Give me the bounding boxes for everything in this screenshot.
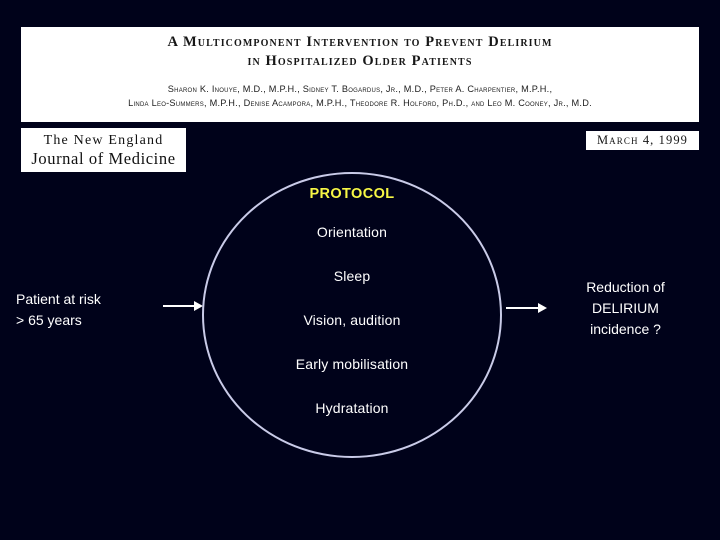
diagram-input-line-1: Patient at risk: [16, 291, 101, 307]
protocol-item-vision-audition: Vision, audition: [303, 312, 401, 328]
paper-title-line-2: in Hospitalized Older Patients: [247, 53, 473, 69]
paper-author-list: Sharon K. Inouye, M.D., M.P.H., Sidney T…: [21, 82, 699, 110]
journal-name-line-2: Journal of Medicine: [31, 149, 176, 168]
diagram-input-label: Patient at risk > 65 years: [16, 289, 156, 331]
protocol-content: PROTOCOL Orientation Sleep Vision, audit…: [192, 186, 512, 416]
diagram-output-line-1: Reduction of: [586, 279, 665, 295]
diagram-output-line-3: incidence ?: [590, 321, 661, 337]
protocol-item-hydratation: Hydratation: [315, 400, 389, 416]
arrow-shaft: [163, 305, 195, 307]
arrow-head: [194, 301, 203, 311]
arrow-shaft: [506, 307, 539, 309]
diagram-output-line-2: DELIRIUM: [592, 300, 659, 316]
journal-logo: The New England Journal of Medicine: [21, 128, 186, 172]
paper-author-line-1: Sharon K. Inouye, M.D., M.P.H., Sidney T…: [167, 84, 553, 94]
diagram-input-line-2: > 65 years: [16, 312, 82, 328]
paper-author-line-2: Linda Leo-Summers, M.P.H., Denise Acampo…: [128, 98, 592, 108]
protocol-item-orientation: Orientation: [316, 224, 388, 240]
paper-title: A Multicomponent Intervention to Prevent…: [21, 33, 699, 71]
protocol-item-sleep: Sleep: [333, 268, 371, 284]
arrow-head: [538, 303, 547, 313]
protocol-item-early-mobilisation: Early mobilisation: [295, 356, 409, 372]
diagram-output-label: Reduction of DELIRIUM incidence ?: [548, 277, 703, 340]
protocol-heading: PROTOCOL: [309, 186, 395, 202]
journal-issue-date: March 4, 1999: [586, 131, 699, 150]
arrow-input-to-protocol-icon: [163, 300, 203, 312]
paper-title-line-1: A Multicomponent Intervention to Prevent…: [167, 34, 553, 50]
paper-header-banner: A Multicomponent Intervention to Prevent…: [21, 27, 699, 122]
protocol-circle-shape: [202, 172, 502, 458]
arrow-protocol-to-output-icon: [506, 302, 548, 314]
journal-name-line-1: The New England: [43, 133, 164, 148]
